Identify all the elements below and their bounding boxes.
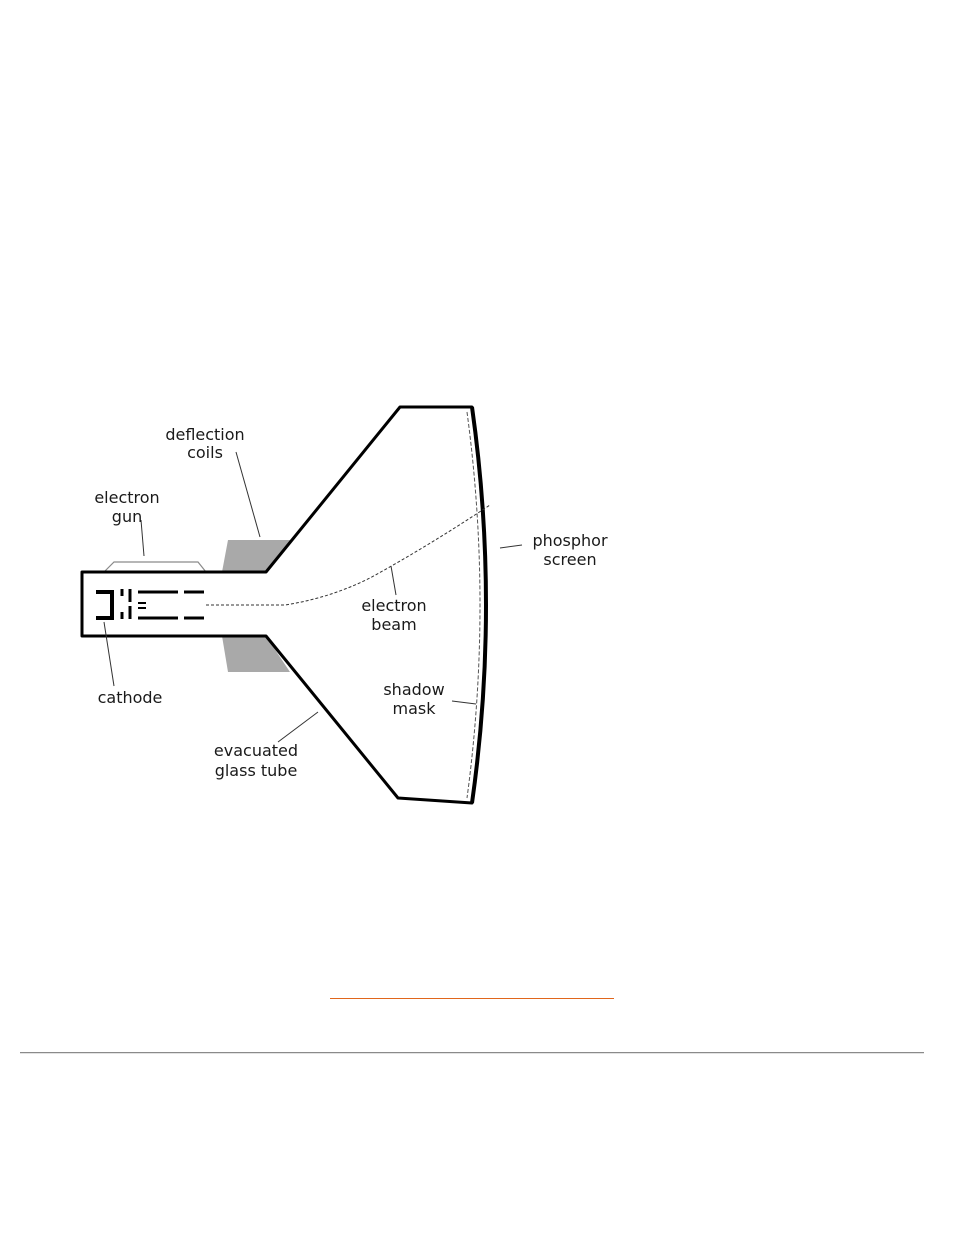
cathode-bracket [96,590,114,620]
label-phosphor-screen-line1: phosphor [532,531,608,550]
leader-electron-gun [140,519,145,557]
leader-cathode [103,621,115,687]
label-cathode: cathode [98,688,163,707]
label-shadow-mask-line1: shadow [383,680,444,699]
leader-electron-beam [390,565,397,596]
label-electron-gun-line1: electron [94,488,159,507]
electron-beam [206,504,491,606]
link-underline[interactable] [330,998,614,999]
electron-gun-housing [103,561,207,573]
label-phosphor-screen-line2: screen [543,550,596,569]
leader-phosphor-screen [499,544,523,549]
label-shadow-mask-line2: mask [393,699,437,718]
label-deflection-coils-line1: deflection [165,425,244,444]
deflection-coil-upper [222,540,293,572]
label-electron-beam-line2: beam [371,615,416,634]
leader-shadow-mask [451,700,477,705]
leader-deflection-coils [235,451,261,538]
page-divider [20,1052,924,1054]
label-glass-tube-line2: glass tube [215,761,298,780]
label-glass-tube-line1: evacuated [214,741,298,760]
phosphor-screen [470,406,488,804]
leader-glass-tube [277,711,319,743]
shadow-mask [466,411,481,799]
label-electron-beam-line1: electron [361,596,426,615]
label-electron-gun-line2: gun [112,507,142,526]
label-deflection-coils-line2: coils [187,443,223,462]
deflection-coil-lower [222,636,290,672]
